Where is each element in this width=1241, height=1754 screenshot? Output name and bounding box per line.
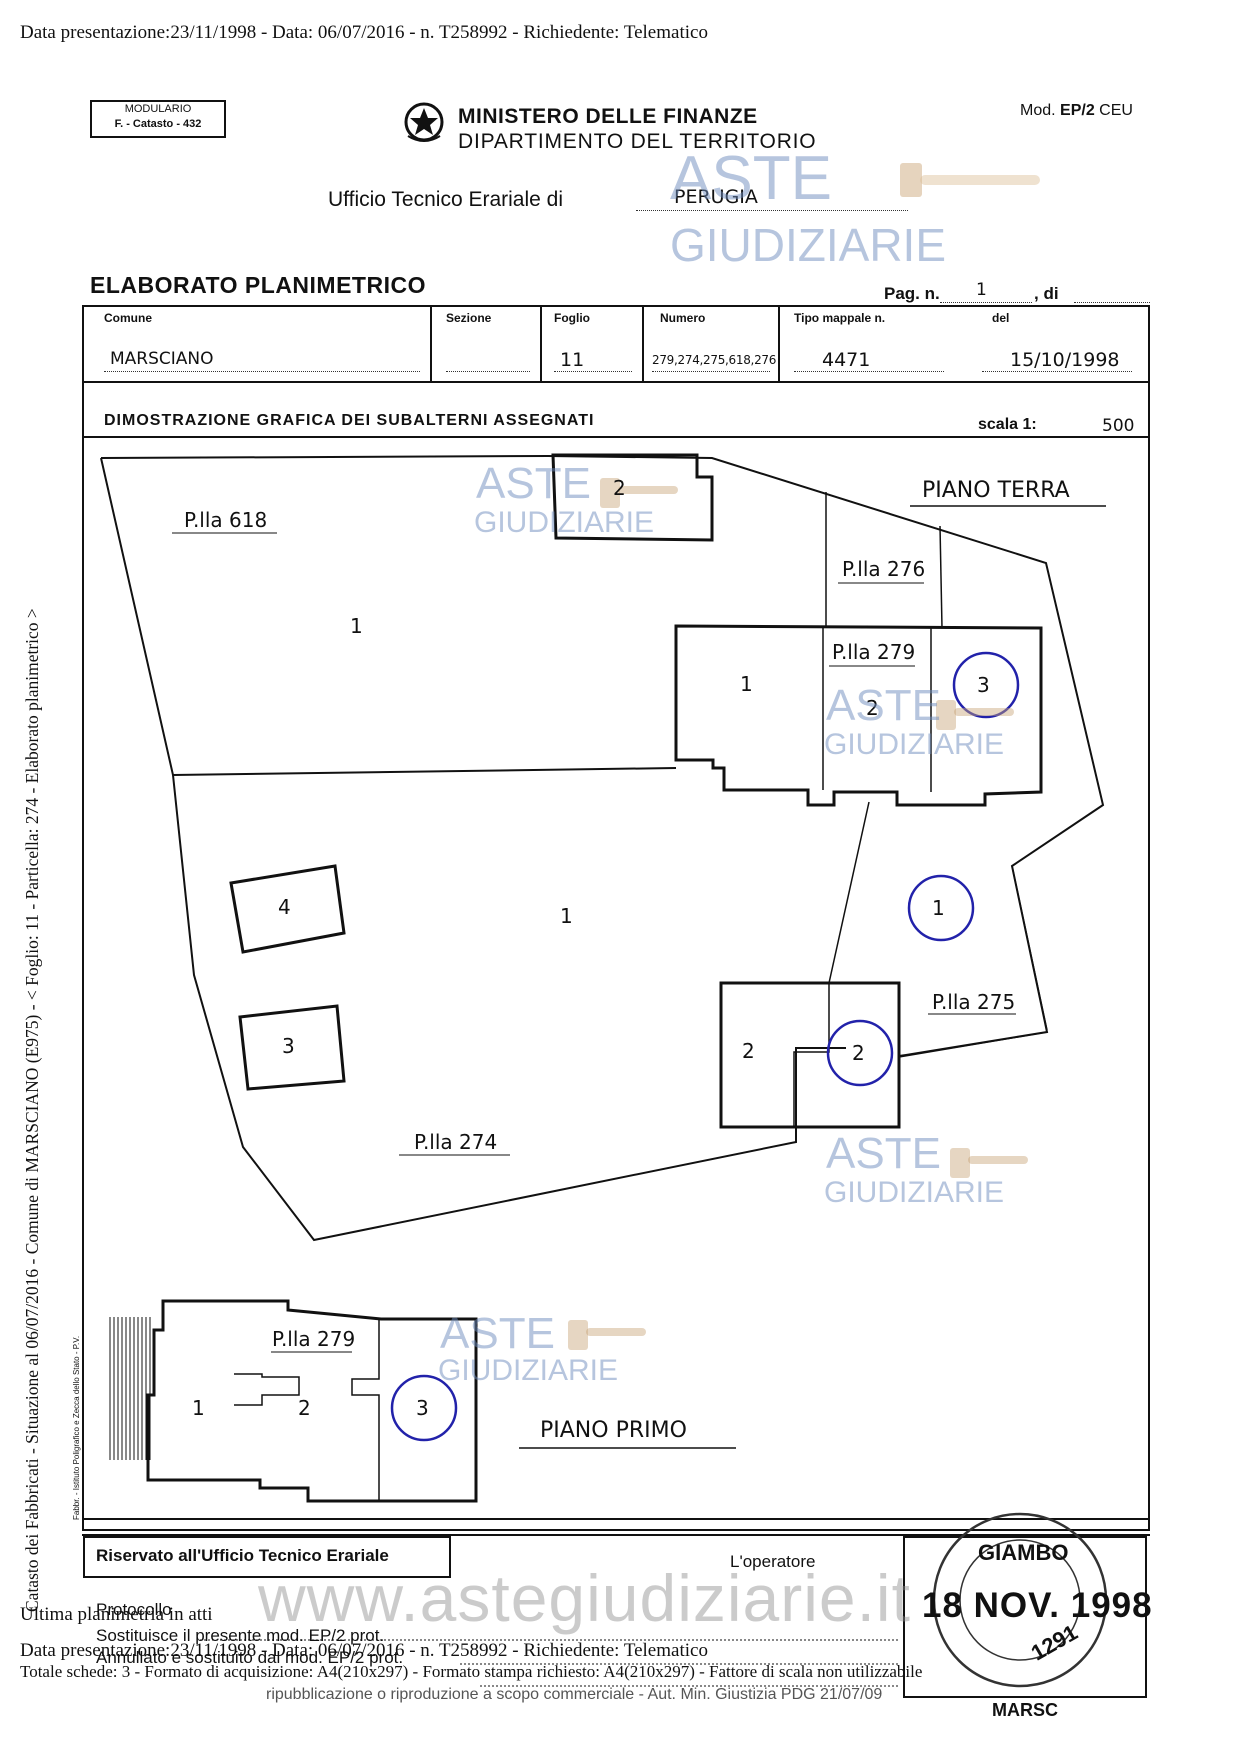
department-name: DIPARTIMENTO DEL TERRITORIO bbox=[458, 130, 817, 153]
tipo-mappale-value: 4471 bbox=[822, 349, 871, 371]
modulario-box: MODULARIO F. - Catasto - 432 bbox=[90, 100, 226, 138]
subaltern-number: 3 bbox=[416, 1396, 429, 1420]
gavel-watermark-icon bbox=[900, 163, 1040, 197]
comune-value: MARSCIANO bbox=[110, 349, 214, 369]
table-bottom-border bbox=[82, 381, 1150, 383]
footer-line-4: ripubblicazione o riproduzione a scopo c… bbox=[266, 1686, 883, 1703]
table-divider bbox=[642, 305, 644, 383]
modulario-code: F. - Catasto - 432 bbox=[114, 118, 202, 130]
foglio-label: Foglio bbox=[554, 311, 590, 325]
document-title: ELABORATO PLANIMETRICO bbox=[90, 272, 426, 298]
stamp-name: GIAMBO bbox=[978, 1540, 1069, 1565]
subaltern-number: 1 bbox=[932, 896, 945, 920]
model-prefix: Mod. bbox=[1020, 102, 1056, 119]
parcel-label: P.lla 276 bbox=[842, 557, 926, 581]
table-divider bbox=[778, 305, 780, 383]
watermark-giudiziarie: GIUDIZIARIE bbox=[670, 219, 947, 271]
watermark-giudiziarie: GIUDIZIARIE bbox=[824, 728, 1005, 761]
model-code: Mod. EP/2 CEU bbox=[1020, 102, 1133, 120]
page-number: 1 bbox=[976, 280, 987, 300]
del-line bbox=[982, 371, 1132, 372]
footer-line-1: Ultima planimetria in atti bbox=[20, 1604, 213, 1625]
comune-label: Comune bbox=[104, 311, 152, 325]
stamp-city: MARSC bbox=[992, 1700, 1058, 1720]
piano-primo-label: PIANO PRIMO bbox=[540, 1418, 687, 1443]
stamp-date: 18 NOV. 1998 bbox=[922, 1586, 1153, 1625]
side-printer-text: Fabbr. - Istituto Poligrafico e Zecca de… bbox=[72, 1335, 81, 1520]
subaltern-number: 3 bbox=[977, 673, 990, 697]
page-number-line bbox=[940, 302, 1032, 303]
footer-line-2: Data presentazione:23/11/1998 - Data: 06… bbox=[20, 1640, 708, 1661]
parcel-label: P.lla 279 bbox=[272, 1327, 356, 1351]
subaltern-number: 1 bbox=[192, 1396, 205, 1420]
operatore-label: L'operatore bbox=[730, 1552, 816, 1571]
parcel-label: P.lla 618 bbox=[184, 508, 268, 532]
del-value: 15/10/1998 bbox=[1010, 349, 1120, 371]
annullato-label: Annullato e sostituito dal mod. EP/2 pro… bbox=[96, 1648, 404, 1667]
subaltern-number: 2 bbox=[866, 696, 879, 720]
subaltern-number: 1 bbox=[560, 904, 573, 928]
watermark-aste: ASTE bbox=[476, 459, 591, 508]
ufficio-label: Ufficio Tecnico Erariale di bbox=[328, 188, 563, 211]
modulario-title: MODULARIO bbox=[124, 103, 192, 115]
watermark-aste: ASTE bbox=[670, 144, 832, 213]
piano-terra-label: PIANO TERRA bbox=[922, 478, 1070, 503]
stamp-number: 1291 bbox=[1026, 1619, 1082, 1666]
watermark-url: www.astegiudiziarie.it bbox=[258, 1561, 911, 1635]
ministry-heading: MINISTERO DELLE FINANZE DIPARTIMENTO DEL… bbox=[458, 104, 816, 154]
watermark-aste: ASTE bbox=[826, 681, 941, 730]
ufficio-value: PERUGIA bbox=[674, 186, 758, 208]
sostituisce-label: Sostituisce il presente mod. EP/2 prot. bbox=[96, 1626, 385, 1645]
republic-emblem-icon bbox=[404, 102, 444, 142]
watermark-giudiziarie: GIUDIZIARIE bbox=[438, 1354, 619, 1387]
subaltern-number: 2 bbox=[852, 1041, 865, 1065]
subaltern-number: 3 bbox=[282, 1034, 295, 1058]
model-number: EP/2 bbox=[1060, 102, 1095, 119]
parcel-label: P.lla 275 bbox=[932, 990, 1016, 1014]
page-label: Pag. n. bbox=[884, 284, 940, 303]
foglio-value: 11 bbox=[560, 349, 585, 371]
subaltern-number: 2 bbox=[613, 476, 626, 500]
parcel-label: P.lla 274 bbox=[414, 1130, 498, 1154]
watermark-aste: ASTE bbox=[826, 1129, 941, 1178]
subaltern-number: 2 bbox=[298, 1396, 311, 1420]
table-divider bbox=[430, 305, 432, 383]
watermark-aste: ASTE bbox=[440, 1309, 555, 1358]
numero-line bbox=[652, 371, 770, 372]
form-frame bbox=[82, 305, 1150, 1531]
comune-line bbox=[104, 371, 420, 372]
subaltern-number: 4 bbox=[278, 895, 291, 919]
watermark-giudiziarie: GIUDIZIARIE bbox=[824, 1176, 1005, 1209]
subaltern-number: 1 bbox=[350, 614, 363, 638]
watermark-giudiziarie: GIUDIZIARIE bbox=[474, 506, 655, 539]
numero-label: Numero bbox=[660, 311, 706, 325]
protocollo-label: Protocollo bbox=[96, 1600, 172, 1619]
side-catasto-text: Catasto dei Fabbricati - Situazione al 0… bbox=[22, 608, 42, 1612]
scale-value: 500 bbox=[1102, 416, 1135, 436]
parcel-label: P.lla 279 bbox=[832, 640, 916, 664]
tipo-mappale-line bbox=[794, 371, 944, 372]
ufficio-underline bbox=[636, 210, 908, 211]
numero-value: 279,274,275,618,276 bbox=[652, 353, 777, 367]
riservato-label: Riservato all'Ufficio Tecnico Erariale bbox=[96, 1546, 389, 1565]
tipo-mappale-label: Tipo mappale n. bbox=[794, 311, 886, 325]
sezione-label: Sezione bbox=[446, 311, 492, 325]
scale-label: scala 1: bbox=[978, 416, 1037, 433]
del-label: del bbox=[992, 311, 1010, 325]
subaltern-number: 1 bbox=[740, 672, 753, 696]
demo-heading: DIMOSTRAZIONE GRAFICA DEI SUBALTERNI ASS… bbox=[104, 412, 595, 429]
page-of-label: , di bbox=[1034, 284, 1059, 303]
page-total-line bbox=[1074, 302, 1150, 303]
ministry-name: MINISTERO DELLE FINANZE bbox=[458, 105, 758, 128]
table-divider bbox=[540, 305, 542, 383]
document-header-line: Data presentazione:23/11/1998 - Data: 06… bbox=[20, 22, 708, 43]
footer-line-3: Totale schede: 3 - Formato di acquisizio… bbox=[20, 1662, 923, 1681]
subaltern-number: 2 bbox=[742, 1039, 755, 1063]
model-suffix: CEU bbox=[1099, 102, 1133, 119]
sezione-line bbox=[446, 371, 530, 372]
identification-table: Comune MARSCIANO Sezione Foglio 11 Numer… bbox=[82, 305, 1150, 383]
demo-divider bbox=[82, 436, 1150, 438]
foglio-line bbox=[554, 371, 632, 372]
